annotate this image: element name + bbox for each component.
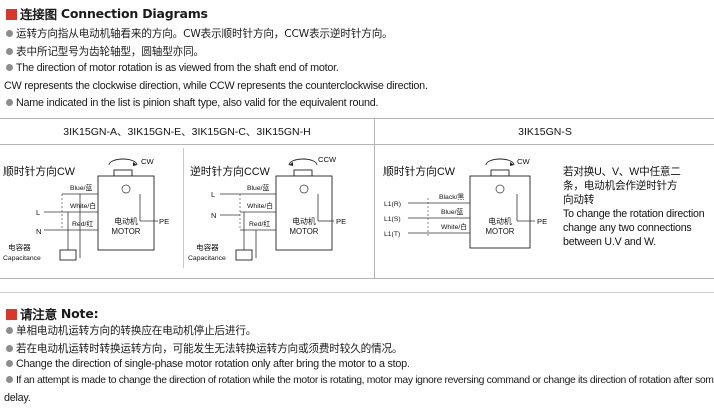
diagram3-l1t: L1(T) — [384, 231, 400, 238]
diagram1-red: Red/红 — [72, 219, 93, 228]
diagram3-l1r: L1(R) — [384, 201, 401, 208]
bullet-icon — [6, 376, 13, 383]
bullet-icon — [6, 327, 13, 334]
side-note-line-5: change any two connections — [563, 222, 692, 234]
diagram3-black: Black/黑 — [439, 193, 465, 201]
diagram2-white: White/白 — [247, 201, 273, 210]
arrow-head-icon — [133, 162, 137, 166]
note-line-4: If an attempt is made to change the dire… — [6, 375, 714, 386]
header-models-left: 3IK15GN-A、3IK15GN-E、3IK15GN-C、3IK15GN-H — [63, 126, 310, 138]
diagram1-white: White/白 — [70, 201, 96, 210]
ground-symbol-icon — [495, 184, 505, 194]
arrow-head-icon — [289, 162, 293, 166]
motor-shaft — [113, 169, 133, 177]
ground-symbol-icon — [121, 184, 131, 194]
diagram2-red: Red/红 — [249, 219, 270, 228]
diagram2-motor-en: MOTOR — [290, 227, 319, 236]
side-note-line-3: 向动转 — [563, 193, 595, 206]
diagram1-cap-cn: 电容器 — [8, 242, 31, 252]
diagram3-dir-label: CW — [517, 157, 530, 166]
motor-body — [97, 175, 155, 251]
note-line-1: 单相电动机运转方向的转换应在电动机停止后进行。 — [6, 323, 256, 338]
diagram3-blue: Blue/蓝 — [441, 207, 463, 216]
connection-line-2: 表中所记型号为齿轮轴型，圆轴型亦同。 — [6, 44, 204, 59]
diagram3-l1s: L1(S) — [384, 216, 401, 223]
rotation-arrow-icon — [485, 158, 515, 166]
wiring-diagram-cw: 顺时针方向CW CW 电动机 MOTOR PE Blue/蓝 White/白 R… — [3, 157, 169, 262]
note-title-cn: 请注意 — [20, 307, 57, 322]
diagram1-motor-en: MOTOR — [112, 227, 141, 236]
bullet-icon — [6, 99, 13, 106]
note-line-5: delay. — [4, 392, 31, 404]
diagram2-motor-cn: 电动机 — [292, 216, 316, 226]
side-note-line-2: 条，电动机会作逆时针方 — [563, 179, 677, 192]
connection-line-1: 运转方向指从电动机轴看来的方向。CW表示顺时针方向，CCW表示逆时针方向。 — [6, 26, 393, 41]
section-separator — [0, 292, 714, 293]
diagram2-dir-label: CCW — [318, 155, 337, 164]
connection-diagram-table: 3IK15GN-A、3IK15GN-E、3IK15GN-C、3IK15GN-H … — [0, 118, 714, 279]
bullet-icon — [6, 64, 13, 71]
diagram2-cap-en: Capacitance — [188, 255, 226, 262]
diagram1-blue: Blue/蓝 — [70, 183, 92, 192]
diagram2-N: N — [211, 211, 216, 220]
motor-shaft — [490, 169, 510, 177]
wiring-diagram-ccw: 逆时针方向CCW CCW 电动机 MOTOR PE Blue/蓝 White/白… — [188, 155, 346, 262]
motor-body — [469, 175, 531, 249]
diagram3-motor-en: MOTOR — [486, 227, 515, 236]
diagram2-L: L — [211, 190, 215, 199]
connection-line-5: Name indicated in the list is pinion sha… — [6, 97, 379, 109]
diagram3-motor-cn: 电动机 — [488, 216, 512, 226]
diagram2-caption: 逆时针方向CCW — [190, 164, 271, 178]
wiring-diagram-three-phase: 顺时针方向CW CW 电动机 MOTOR PE Black/黑 Blue/蓝 W… — [383, 157, 547, 249]
motor-shaft — [293, 169, 313, 177]
rotation-arrow-icon — [108, 158, 138, 166]
note-line-3: Change the direction of single-phase mot… — [6, 358, 410, 370]
side-note-line-1: 若对换U、V、W中任意二 — [563, 165, 681, 178]
side-note-line-4: To change the rotation direction — [563, 208, 705, 220]
connection-line-4: CW represents the clockwise direction, w… — [4, 80, 428, 92]
red-square-marker — [6, 308, 17, 320]
motor-body — [275, 175, 333, 251]
note-line-2: 若在电动机运转时转换运转方向，可能发生无法转换运转方向或须费时较久的情况。 — [6, 341, 403, 356]
diagram1-N: N — [36, 227, 41, 236]
bullet-icon — [6, 360, 13, 367]
diagram2-pe: PE — [336, 217, 346, 226]
red-square-marker — [6, 8, 17, 20]
header-models-right: 3IK15GN-S — [518, 126, 572, 138]
bullet-icon — [6, 48, 13, 55]
capacitor-symbol-icon — [235, 249, 253, 261]
note-heading: 请注意 Note: — [6, 304, 99, 323]
diagram2-blue: Blue/蓝 — [247, 183, 269, 192]
diagram1-cap-en: Capacitance — [3, 255, 41, 262]
diagram1-L: L — [36, 208, 40, 217]
diagram3-white: White/白 — [441, 222, 467, 231]
connection-line-3: The direction of motor rotation is as vi… — [6, 62, 339, 74]
diagram1-caption: 顺时针方向CW — [3, 164, 76, 178]
ground-symbol-icon — [299, 184, 309, 194]
diagram1-pe: PE — [159, 217, 169, 226]
diagram3-pe: PE — [537, 217, 547, 226]
rotation-arrow-icon — [288, 158, 318, 166]
capacitor-symbol-icon — [59, 249, 77, 261]
connection-heading: 连接图 Connection Diagrams — [6, 4, 208, 23]
arrow-head-icon — [510, 162, 514, 166]
bullet-icon — [6, 30, 13, 37]
connection-title-cn: 连接图 — [20, 7, 57, 22]
side-note-line-6: between U.V and W. — [563, 236, 656, 248]
connection-title-en: Connection Diagrams — [60, 6, 208, 21]
diagram1-motor-cn: 电动机 — [114, 216, 138, 226]
bullet-icon — [6, 345, 13, 352]
note-title-en: Note: — [60, 306, 99, 321]
diagram3-caption: 顺时针方向CW — [383, 164, 456, 178]
diagram1-dir-label: CW — [141, 157, 154, 166]
diagram2-cap-cn: 电容器 — [196, 242, 219, 252]
